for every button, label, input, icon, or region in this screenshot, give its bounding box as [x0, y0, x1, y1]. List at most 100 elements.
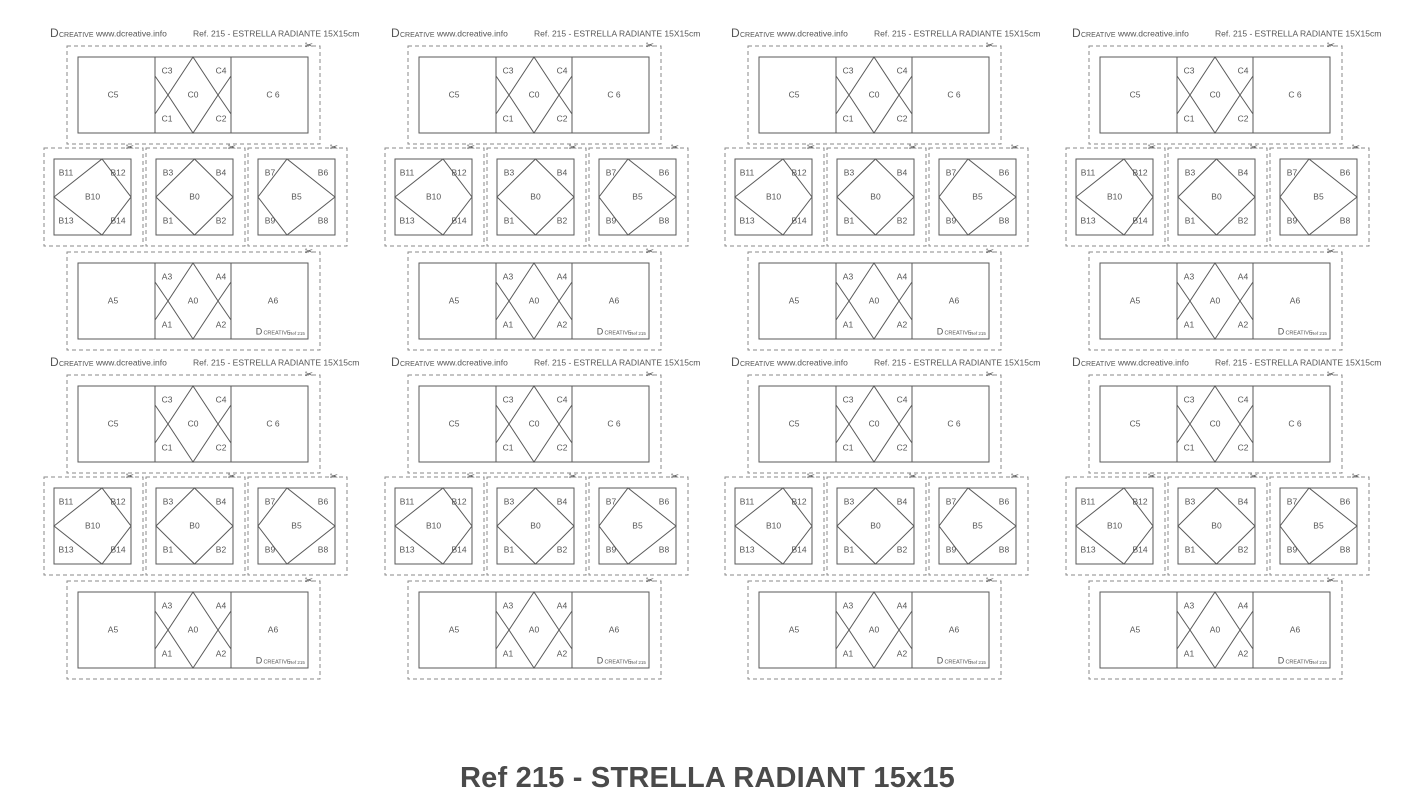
header-reference: Ref. 215 - ESTRELLA RADIANTE 15X15cm: [1215, 357, 1381, 367]
c-label-bottom-left: C1: [843, 442, 854, 452]
b-label-top-left: B3: [163, 496, 174, 506]
b-block-kite: [734, 158, 813, 236]
c-center-edge: [217, 94, 232, 115]
b-label-top-right: B6: [999, 496, 1010, 506]
b-label-bottom-left: B9: [606, 215, 617, 225]
c-label-right: C 6: [1288, 89, 1302, 99]
a-label-top-right: A4: [216, 600, 227, 610]
c-center-edge: [1176, 423, 1191, 444]
a-center-rhombus: [1189, 262, 1241, 340]
c-center-edge: [1176, 94, 1191, 115]
a-label-bottom-left: A1: [843, 648, 854, 658]
c-strip-cut-line: [66, 45, 321, 145]
c-center-rhombus: [1189, 56, 1241, 134]
b-label-bottom-right: B8: [659, 215, 670, 225]
c-center-edge: [1239, 404, 1254, 425]
a-label-bottom-right: A2: [557, 648, 568, 658]
a-strip-cut-line: [747, 251, 1002, 351]
a-label-center: A0: [1210, 624, 1221, 634]
footer-brand-word: CREATIVE: [944, 330, 971, 336]
c-label-right: C 6: [1288, 418, 1302, 428]
footer-brand-mark: D: [1278, 326, 1285, 336]
header-brand-word: CREATIVE: [740, 32, 775, 39]
header-brand-word: CREATIVE: [59, 32, 94, 39]
a-label-bottom-right: A2: [557, 319, 568, 329]
b-label-center: B10: [766, 520, 781, 530]
a-center-edge: [154, 610, 169, 631]
b-block-cut-line: [145, 147, 246, 247]
c-label-bottom-left: C1: [1184, 442, 1195, 452]
c-label-right: C 6: [947, 418, 961, 428]
page-caption: Ref 215 - STRELLA RADIANT 15x15: [459, 762, 956, 794]
b-label-top-left: B7: [946, 167, 957, 177]
b-label-top-left: B3: [163, 167, 174, 177]
b-label-bottom-right: B2: [216, 544, 227, 554]
footer-brand-word: CREATIVE: [263, 330, 290, 336]
a-center-edge: [154, 300, 169, 321]
c-label-bottom-right: C2: [897, 113, 908, 123]
b-label-top-right: B6: [1340, 496, 1351, 506]
b-block-diamond: [496, 487, 575, 565]
b-label-bottom-right: B14: [1132, 215, 1147, 225]
b-block-cut-line: [588, 476, 689, 576]
c-label-bottom-left: C1: [162, 442, 173, 452]
b-label-top-left: B11: [1081, 167, 1096, 177]
c-center-edge: [495, 75, 510, 96]
b-label-bottom-right: B2: [557, 215, 568, 225]
c-label-center: C0: [188, 418, 199, 428]
b-label-bottom-right: B8: [659, 544, 670, 554]
b-label-bottom-left: B13: [739, 544, 754, 554]
c-strip-cut-line: [1088, 45, 1343, 145]
a-center-rhombus: [1189, 591, 1241, 669]
c-label-top-right: C4: [897, 65, 908, 75]
b-block-cut-line: [145, 476, 246, 576]
a-label-right: A6: [609, 295, 620, 305]
scissors-icon: ✂: [305, 576, 313, 587]
scissors-icon: ✂: [467, 143, 475, 154]
b-label-top-right: B4: [897, 167, 908, 177]
b-label-bottom-left: B1: [844, 215, 855, 225]
a-center-rhombus: [508, 591, 560, 669]
c-label-top-left: C3: [1184, 65, 1195, 75]
a-label-bottom-right: A2: [897, 648, 908, 658]
b-label-bottom-left: B13: [399, 544, 414, 554]
b-label-top-left: B3: [1185, 496, 1196, 506]
footer-brand-word: CREATIVE: [944, 659, 971, 665]
b-label-top-right: B12: [1132, 167, 1147, 177]
c-center-edge: [495, 423, 510, 444]
b-label-bottom-right: B2: [897, 215, 908, 225]
a-label-left: A5: [1130, 624, 1141, 634]
c-label-bottom-left: C1: [843, 113, 854, 123]
b-label-bottom-left: B1: [163, 215, 174, 225]
b-block-diamond: [1177, 158, 1256, 236]
b-block-cut-line: [486, 147, 587, 247]
b-block-cut-line: [247, 476, 348, 576]
footer-brand-mark: D: [1278, 655, 1285, 665]
c-label-left: C5: [449, 418, 460, 428]
a-label-left: A5: [1130, 295, 1141, 305]
c-label-left: C5: [108, 418, 119, 428]
c-center-edge: [558, 94, 573, 115]
a-center-edge: [1239, 629, 1254, 650]
c-center-edge: [898, 75, 913, 96]
b-label-center: B0: [870, 191, 881, 201]
a-center-rhombus: [848, 262, 900, 340]
b-label-bottom-left: B1: [1185, 215, 1196, 225]
b-block-kite: [257, 487, 336, 565]
b-label-center: B10: [85, 520, 100, 530]
b-label-bottom-left: B1: [844, 544, 855, 554]
b-label-center: B10: [85, 191, 100, 201]
a-label-bottom-right: A2: [1238, 648, 1249, 658]
a-label-right: A6: [949, 295, 960, 305]
c-center-edge: [154, 404, 169, 425]
a-label-right: A6: [609, 624, 620, 634]
a-label-bottom-right: A2: [1238, 319, 1249, 329]
a-label-left: A5: [449, 295, 460, 305]
a-center-edge: [1239, 610, 1254, 631]
a-center-edge: [1176, 281, 1191, 302]
footer-brand-ref: Ref 215: [630, 660, 646, 665]
b-label-top-left: B11: [740, 496, 755, 506]
